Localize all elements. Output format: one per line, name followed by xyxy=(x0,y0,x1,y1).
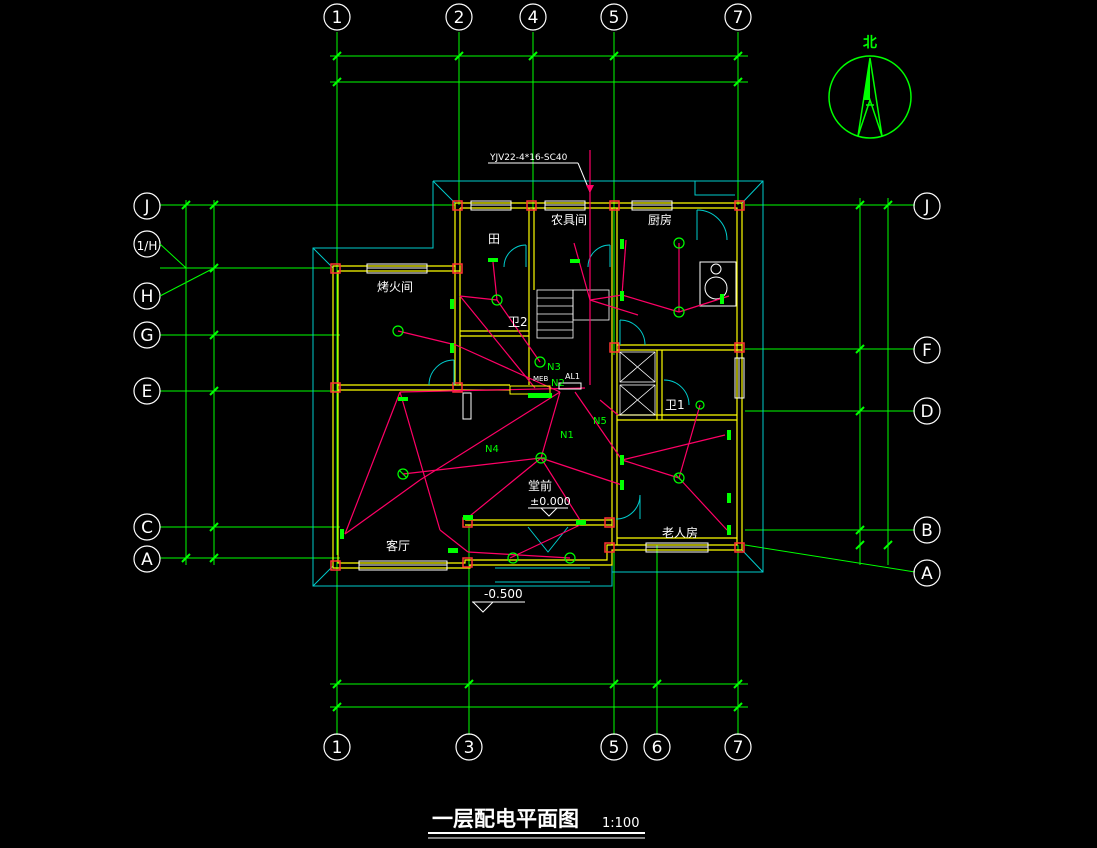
circuit-n3: N3 xyxy=(547,362,561,373)
cable-spec-label: YJV22-4*16-SC40 xyxy=(489,153,568,163)
panel-meb-label: MEB xyxy=(533,375,548,383)
axis-top-7: 7 xyxy=(733,8,744,28)
room-labels: 烤火间 农具间 厨房 田 卫2 卫1 堂前 客厅 老人房 xyxy=(377,212,698,553)
axis-left-G: G xyxy=(140,326,153,346)
axis-right-J: J xyxy=(923,197,929,217)
axis-top-4: 4 xyxy=(528,8,539,28)
axis-grid-lines xyxy=(160,32,916,735)
room-living: 客厅 xyxy=(386,538,410,553)
axis-bottom-5: 5 xyxy=(609,738,620,758)
circuit-wiring xyxy=(344,150,730,559)
axis-left-C: C xyxy=(141,518,153,538)
room-kitchen: 厨房 xyxy=(648,212,672,227)
axis-left-H: H xyxy=(141,287,154,307)
doors xyxy=(428,209,728,583)
axis-bubble-leaders xyxy=(159,243,215,297)
walls xyxy=(332,202,743,569)
axis-top-2: 2 xyxy=(454,8,465,28)
room-wc1: 卫1 xyxy=(665,398,685,412)
north-label: 北 xyxy=(863,35,877,51)
axis-left-J: J xyxy=(143,197,149,217)
axis-right-F: F xyxy=(922,341,932,361)
axis-right-B: B xyxy=(921,521,933,541)
panel-al1 xyxy=(528,393,552,398)
circuit-n1: N1 xyxy=(560,430,574,441)
panel-al1-label: AL1 xyxy=(565,372,580,381)
room-wc2: 卫2 xyxy=(508,315,528,329)
axis-bottom-3: 3 xyxy=(464,738,475,758)
distribution-panels xyxy=(462,382,582,420)
drawing-title: 一层配电平面图 xyxy=(432,807,579,831)
axis-top-5: 5 xyxy=(609,8,620,28)
axis-labels: 1 2 4 5 7 1 3 5 6 7 J 1/H H G E C A J F … xyxy=(137,8,934,758)
level-marks: ±0.000 -0.500 xyxy=(471,495,571,613)
switches-sockets xyxy=(340,239,731,553)
room-storage: 农具间 xyxy=(551,213,587,227)
kitchen-stove xyxy=(699,261,737,307)
room-hall: 堂前 xyxy=(528,478,552,493)
cable-entry: YJV22-4*16-SC40 xyxy=(488,153,594,193)
north-arrow: 北 xyxy=(828,35,912,139)
drawing-scale: 1:100 xyxy=(602,816,639,831)
floor-level: ±0.000 xyxy=(530,495,571,508)
axis-left-1H: 1/H xyxy=(137,239,158,253)
circuit-labels: N1 N2 N3 N4 N5 MEB AL1 xyxy=(485,362,607,455)
axis-left-A: A xyxy=(141,550,153,570)
axis-top-1: 1 xyxy=(332,8,343,28)
room-field: 田 xyxy=(488,232,500,246)
drawing-title-block: 一层配电平面图 1:100 xyxy=(428,807,645,839)
room-baking: 烤火间 xyxy=(377,279,413,294)
axis-right-D: D xyxy=(920,402,933,422)
roof-outline xyxy=(312,180,764,587)
axis-bottom-7: 7 xyxy=(733,738,744,758)
columns xyxy=(330,200,745,571)
axis-left-E: E xyxy=(142,382,153,402)
room-elder: 老人房 xyxy=(662,525,698,540)
circuit-n4: N4 xyxy=(485,444,499,455)
axis-right-A: A xyxy=(921,564,933,584)
outside-level: -0.500 xyxy=(484,587,523,601)
axis-bottom-6: 6 xyxy=(652,738,663,758)
circuit-n2: N2 xyxy=(551,378,565,389)
axis-bottom-1: 1 xyxy=(332,738,343,758)
light-fixtures xyxy=(392,237,705,564)
dimension-ticks xyxy=(181,51,893,712)
windows xyxy=(358,200,745,571)
staircase xyxy=(536,289,656,416)
circuit-n5: N5 xyxy=(593,416,607,427)
axis-bubbles xyxy=(133,3,941,761)
